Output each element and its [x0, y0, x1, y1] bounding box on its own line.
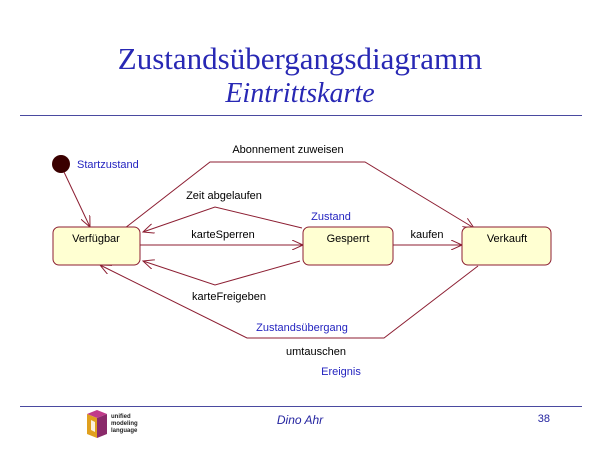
page-number: 38 — [537, 413, 550, 425]
state-verfuegbar — [52, 226, 141, 266]
slide-subtitle: Eintrittskarte — [225, 78, 375, 109]
event-umtauschen: umtauschen — [286, 346, 346, 358]
state-verkauft-label: Verkauft — [487, 233, 527, 245]
annotation-ereignis: Ereignis — [321, 366, 361, 378]
slide-title: Zustandsübergangsdiagramm — [117, 41, 483, 76]
footer-author: Dino Ahr — [276, 413, 324, 427]
annotation-startzustand: Startzustand — [77, 159, 139, 171]
annotation-zustand: Zustand — [311, 211, 351, 223]
title-block: Zustandsübergangsdiagramm Eintrittskarte — [0, 40, 600, 110]
footer-divider — [20, 406, 582, 407]
transition-zeit-abgelaufen — [143, 206, 303, 232]
state-verkauft — [461, 226, 552, 266]
state-gesperrt-label: Gesperrt — [327, 233, 370, 245]
event-karte-sperren: karteSperren — [191, 229, 255, 241]
transition-abonnement — [124, 161, 474, 228]
transition-karte-freigeben — [143, 261, 301, 286]
event-kaufen: kaufen — [410, 229, 443, 241]
transition-umtauschen — [100, 265, 479, 339]
uml-logo-line-3: language — [111, 428, 138, 434]
uml-logo-line-1: unified — [111, 414, 131, 420]
transition-initial — [63, 171, 90, 227]
event-zeit-abgelaufen: Zeit abgelaufen — [186, 190, 262, 202]
initial-state-dot — [52, 155, 70, 173]
state-gesperrt — [302, 226, 394, 266]
uml-logo-line-2: modeling — [111, 421, 138, 427]
event-abonnement-zuweisen: Abonnement zuweisen — [232, 144, 343, 156]
header-divider — [20, 115, 582, 116]
event-karte-freigeben: karteFreigeben — [192, 291, 266, 303]
annotation-zustandsuebergang: Zustandsübergang — [256, 322, 348, 334]
uml-logo: unified modeling language — [87, 410, 138, 438]
state-verfuegbar-label: Verfügbar — [72, 233, 120, 245]
